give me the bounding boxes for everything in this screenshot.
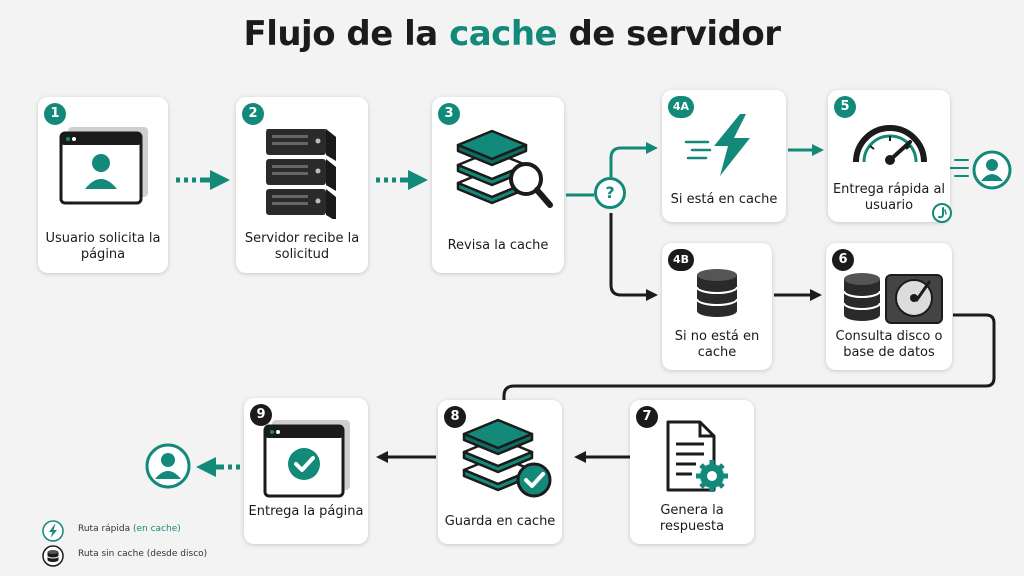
step-7-badge: 7 [636, 406, 658, 428]
step-2-card: 2 Servidor recibe la solicitud [236, 97, 368, 273]
cache-decision: ? [594, 177, 626, 209]
step-5-card: 5 Entrega rápida al usuario [828, 90, 952, 223]
browser-user-icon [59, 127, 148, 205]
step-8-card: 8 Guarda en cache [438, 400, 562, 544]
browser-check-icon [263, 420, 350, 498]
step-1-card: 1 Usuario solicita la página [38, 97, 168, 273]
database-disk-icon [843, 273, 943, 324]
legend-fast-note: (en cache) [132, 524, 181, 534]
legend-fast-route: Ruta rápida (en cache) [42, 520, 242, 542]
step-8-badge: 8 [444, 406, 466, 428]
legend-fast-text: Ruta rápida (en cache) [78, 524, 181, 534]
speed-lines-to-user [949, 159, 969, 177]
step-2-label: Servidor recibe la solicitud [244, 231, 360, 262]
arrow-decision-to-4b [609, 213, 658, 301]
step-3-card: 3 Revisa la cache [432, 97, 564, 273]
database-legend-icon [42, 545, 64, 567]
user-icon [972, 150, 1012, 190]
legend-slow-note: (desde disco) [146, 549, 208, 559]
step-7-label: Genera la respuesta [659, 503, 725, 534]
step-4b-label: Si no está en cache [674, 329, 760, 360]
step-8-label: Guarda en cache [444, 514, 556, 529]
legend-slow-text: Ruta sin cache (desde disco) [78, 549, 207, 559]
step-6-badge: 6 [832, 249, 854, 271]
step-2-badge: 2 [242, 103, 264, 125]
decision-symbol: ? [605, 183, 615, 202]
step-7-card: 7 Genera la respuesta [630, 400, 754, 544]
page-title: Flujo de la cache de servidor [0, 14, 1024, 54]
speedometer-icon [853, 125, 927, 165]
step-4a-badge: 4A [668, 96, 694, 118]
step-4b-card: 4B Si no está en cache [662, 243, 772, 370]
swoosh-icon [938, 207, 947, 219]
step-5-badge: 5 [834, 96, 856, 118]
document-gear-icon [666, 420, 728, 492]
step-9-label: Entrega la página [248, 504, 364, 519]
arrow-decision-to-4a [609, 142, 658, 177]
lightning-legend-icon [42, 520, 64, 542]
legend-fast-label: Ruta rápida [78, 524, 133, 534]
step-6-card: 6 Consulta disco o base de datos [826, 243, 952, 370]
step-3-badge: 3 [438, 103, 460, 125]
step-4b-badge: 4B [668, 249, 694, 271]
step-1-badge: 1 [44, 103, 66, 125]
database-icon [696, 269, 738, 317]
title-end: de servidor [557, 14, 781, 54]
server-rack-icon [266, 129, 336, 219]
cache-layers-search-icon [456, 129, 553, 208]
arrow-6-to-7 [502, 313, 996, 400]
user-icon-delivery [145, 443, 191, 489]
title-accent: cache [449, 14, 558, 54]
step-9-card: 9 Entrega la página [244, 398, 368, 544]
step-9-badge: 9 [250, 404, 272, 426]
lightning-bolt-icon [684, 114, 750, 176]
step-4a-card: 4A Si está en cache [662, 90, 786, 222]
step-4a-label: Si está en cache [670, 192, 778, 207]
step-1-label: Usuario solicita la página [45, 231, 161, 262]
step-3-label: Revisa la cache [447, 238, 549, 253]
step-6-label: Consulta disco o base de datos [835, 329, 943, 360]
fast-badge [932, 203, 952, 223]
cache-layers-check-icon [462, 418, 552, 498]
legend-slow-label: Ruta sin cache [78, 549, 147, 559]
title-start: Flujo de la [243, 14, 450, 54]
legend-slow-route: Ruta sin cache (desde disco) [42, 545, 242, 567]
step-5-label: Entrega rápida al usuario [832, 182, 946, 213]
